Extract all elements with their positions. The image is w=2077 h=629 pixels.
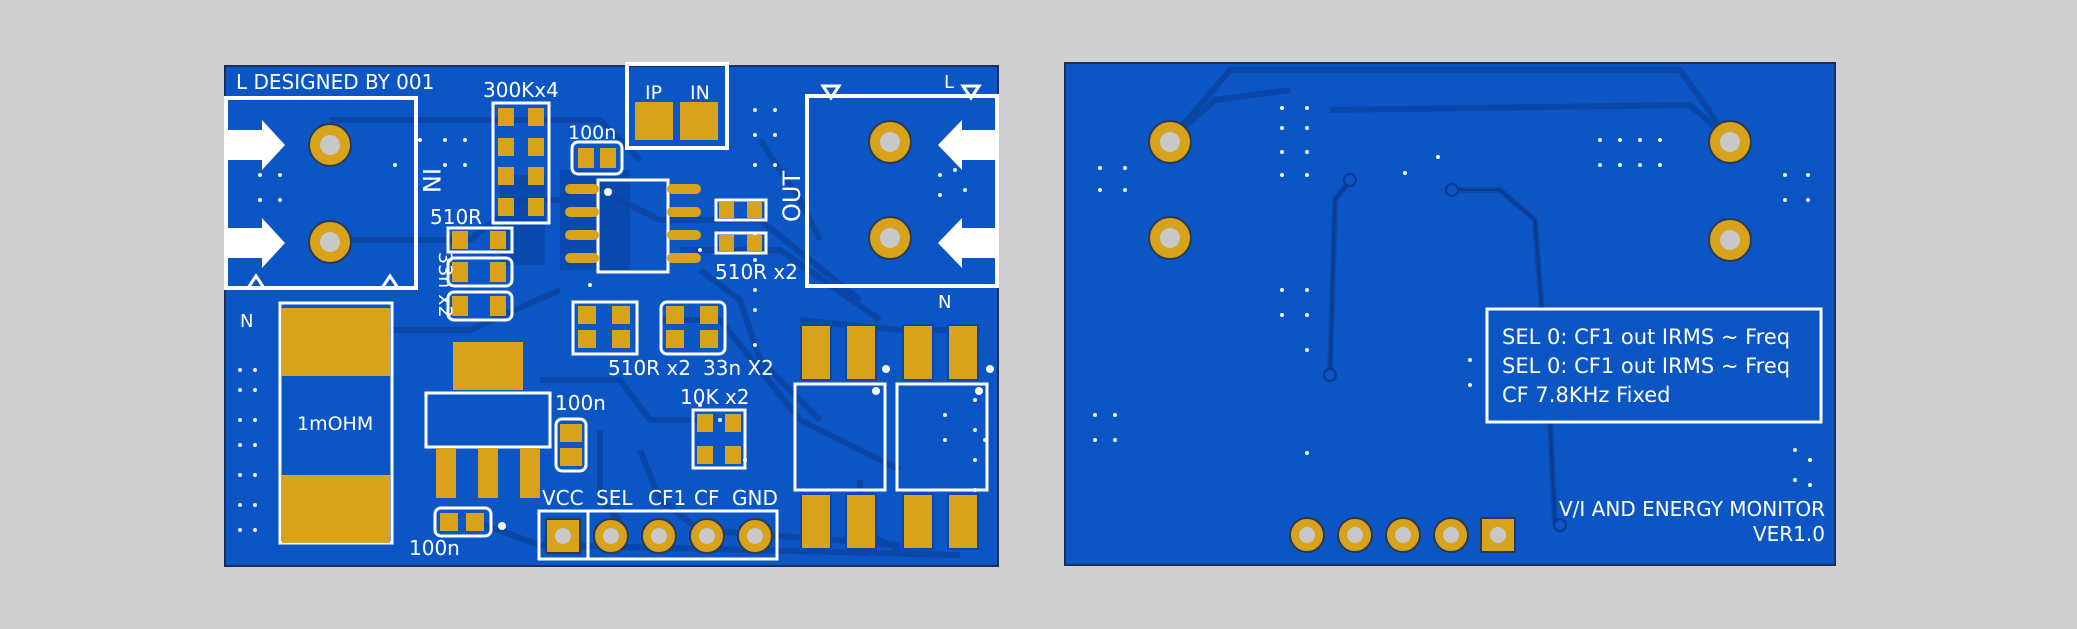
cap-mid-label: 33n X2 [703,356,774,380]
r-10k [691,408,747,470]
shunt-resistor [278,301,394,545]
header-label-cf: CF [694,486,719,510]
back-vias [1093,106,1812,487]
pin-marker-icon [820,84,842,101]
note-line-2: SEL 0: CF1 out IRMS ~ Freq [1502,354,1790,378]
arrow-left-icon [938,120,995,170]
out-connector-label: OUT [778,171,806,222]
cap-100n-reg [554,417,588,473]
product-label: V/I AND ENERGY MONITOR [1559,497,1825,521]
terminal-hole [880,228,900,248]
arrow-right-icon [228,120,285,170]
in-connector-label: IN [417,168,445,193]
in-label: IN [690,82,710,104]
header-label-gnd: GND [732,486,778,510]
cap-100n-bottom [433,506,506,538]
energy-ic [565,178,701,274]
out-terminal-block [805,84,999,288]
back-board: SEL 0: CF1 out IRMS ~ Freq SEL 0: CF1 ou… [1064,62,1836,566]
cap-top-label: 100n [568,122,616,144]
pin-marker-icon [245,273,267,290]
terminal-hole [880,132,900,152]
resistor-array-label: 300Kx4 [483,78,559,102]
terminal-hole [320,135,340,155]
arrow-right-icon [228,218,285,268]
cap-reg-label: 100n [555,391,606,415]
r-510r-right [714,198,768,255]
header-label-vcc: VCC [542,486,584,510]
ip-label: IP [645,82,662,104]
ip-in-header [625,62,729,150]
r-510r-left [446,226,514,254]
r-right-label: 510R x2 [715,260,798,284]
n-right-label: N [938,292,951,313]
note-line-3: CF 7.8KHz Fixed [1502,383,1671,407]
back-via [1445,183,1459,197]
arrow-left-icon [938,218,995,268]
front-silkscreen: L DESIGNED BY 001 300Kx4 IP IN 100n IN O… [236,70,954,560]
designer-label: L DESIGNED BY 001 [236,70,434,94]
config-note-box: SEL 0: CF1 out IRMS ~ Freq SEL 0: CF1 ou… [1485,307,1823,424]
mid-components [571,300,727,356]
header-label-sel: SEL [596,486,633,510]
voltage-regulator [424,342,552,498]
r-10k-label: 10K x2 [680,385,749,409]
shunt-label: 1mOHM [297,413,373,435]
note-line-1: SEL 0: CF1 out IRMS ~ Freq [1502,325,1790,349]
back-header-pads [1289,517,1516,553]
cap-33n-left [446,256,514,322]
cap-left-label: 33n x2 [434,252,456,318]
cap-bottom-label: 100n [409,536,460,560]
back-via [1553,518,1567,532]
cap-100n-top [570,140,624,176]
n-left-label: N [240,311,253,332]
pin-marker-icon [379,273,401,290]
in-terminal-block [224,96,418,290]
front-vias [238,108,987,532]
header-label-cf1: CF1 [648,486,686,510]
r-mid-label: 510R x2 [608,356,691,380]
back-trace-edges [1329,179,1556,526]
back-via [1323,368,1337,382]
pin-header [537,509,779,561]
relays [793,324,994,550]
front-pours [500,170,630,270]
l-right-label: L [944,72,954,93]
pin-marker-icon [960,84,982,101]
resistor-array-300k [491,101,551,225]
back-silkscreen: V/I AND ENERGY MONITOR VER1.0 [1559,497,1825,546]
r-left-label: 510R [430,205,482,229]
terminal-hole [320,232,340,252]
back-via [1343,173,1357,187]
version-label: VER1.0 [1753,522,1825,546]
back-terminal-pads [1148,120,1752,262]
front-board: L DESIGNED BY 001 300Kx4 IP IN 100n IN O… [224,62,999,567]
